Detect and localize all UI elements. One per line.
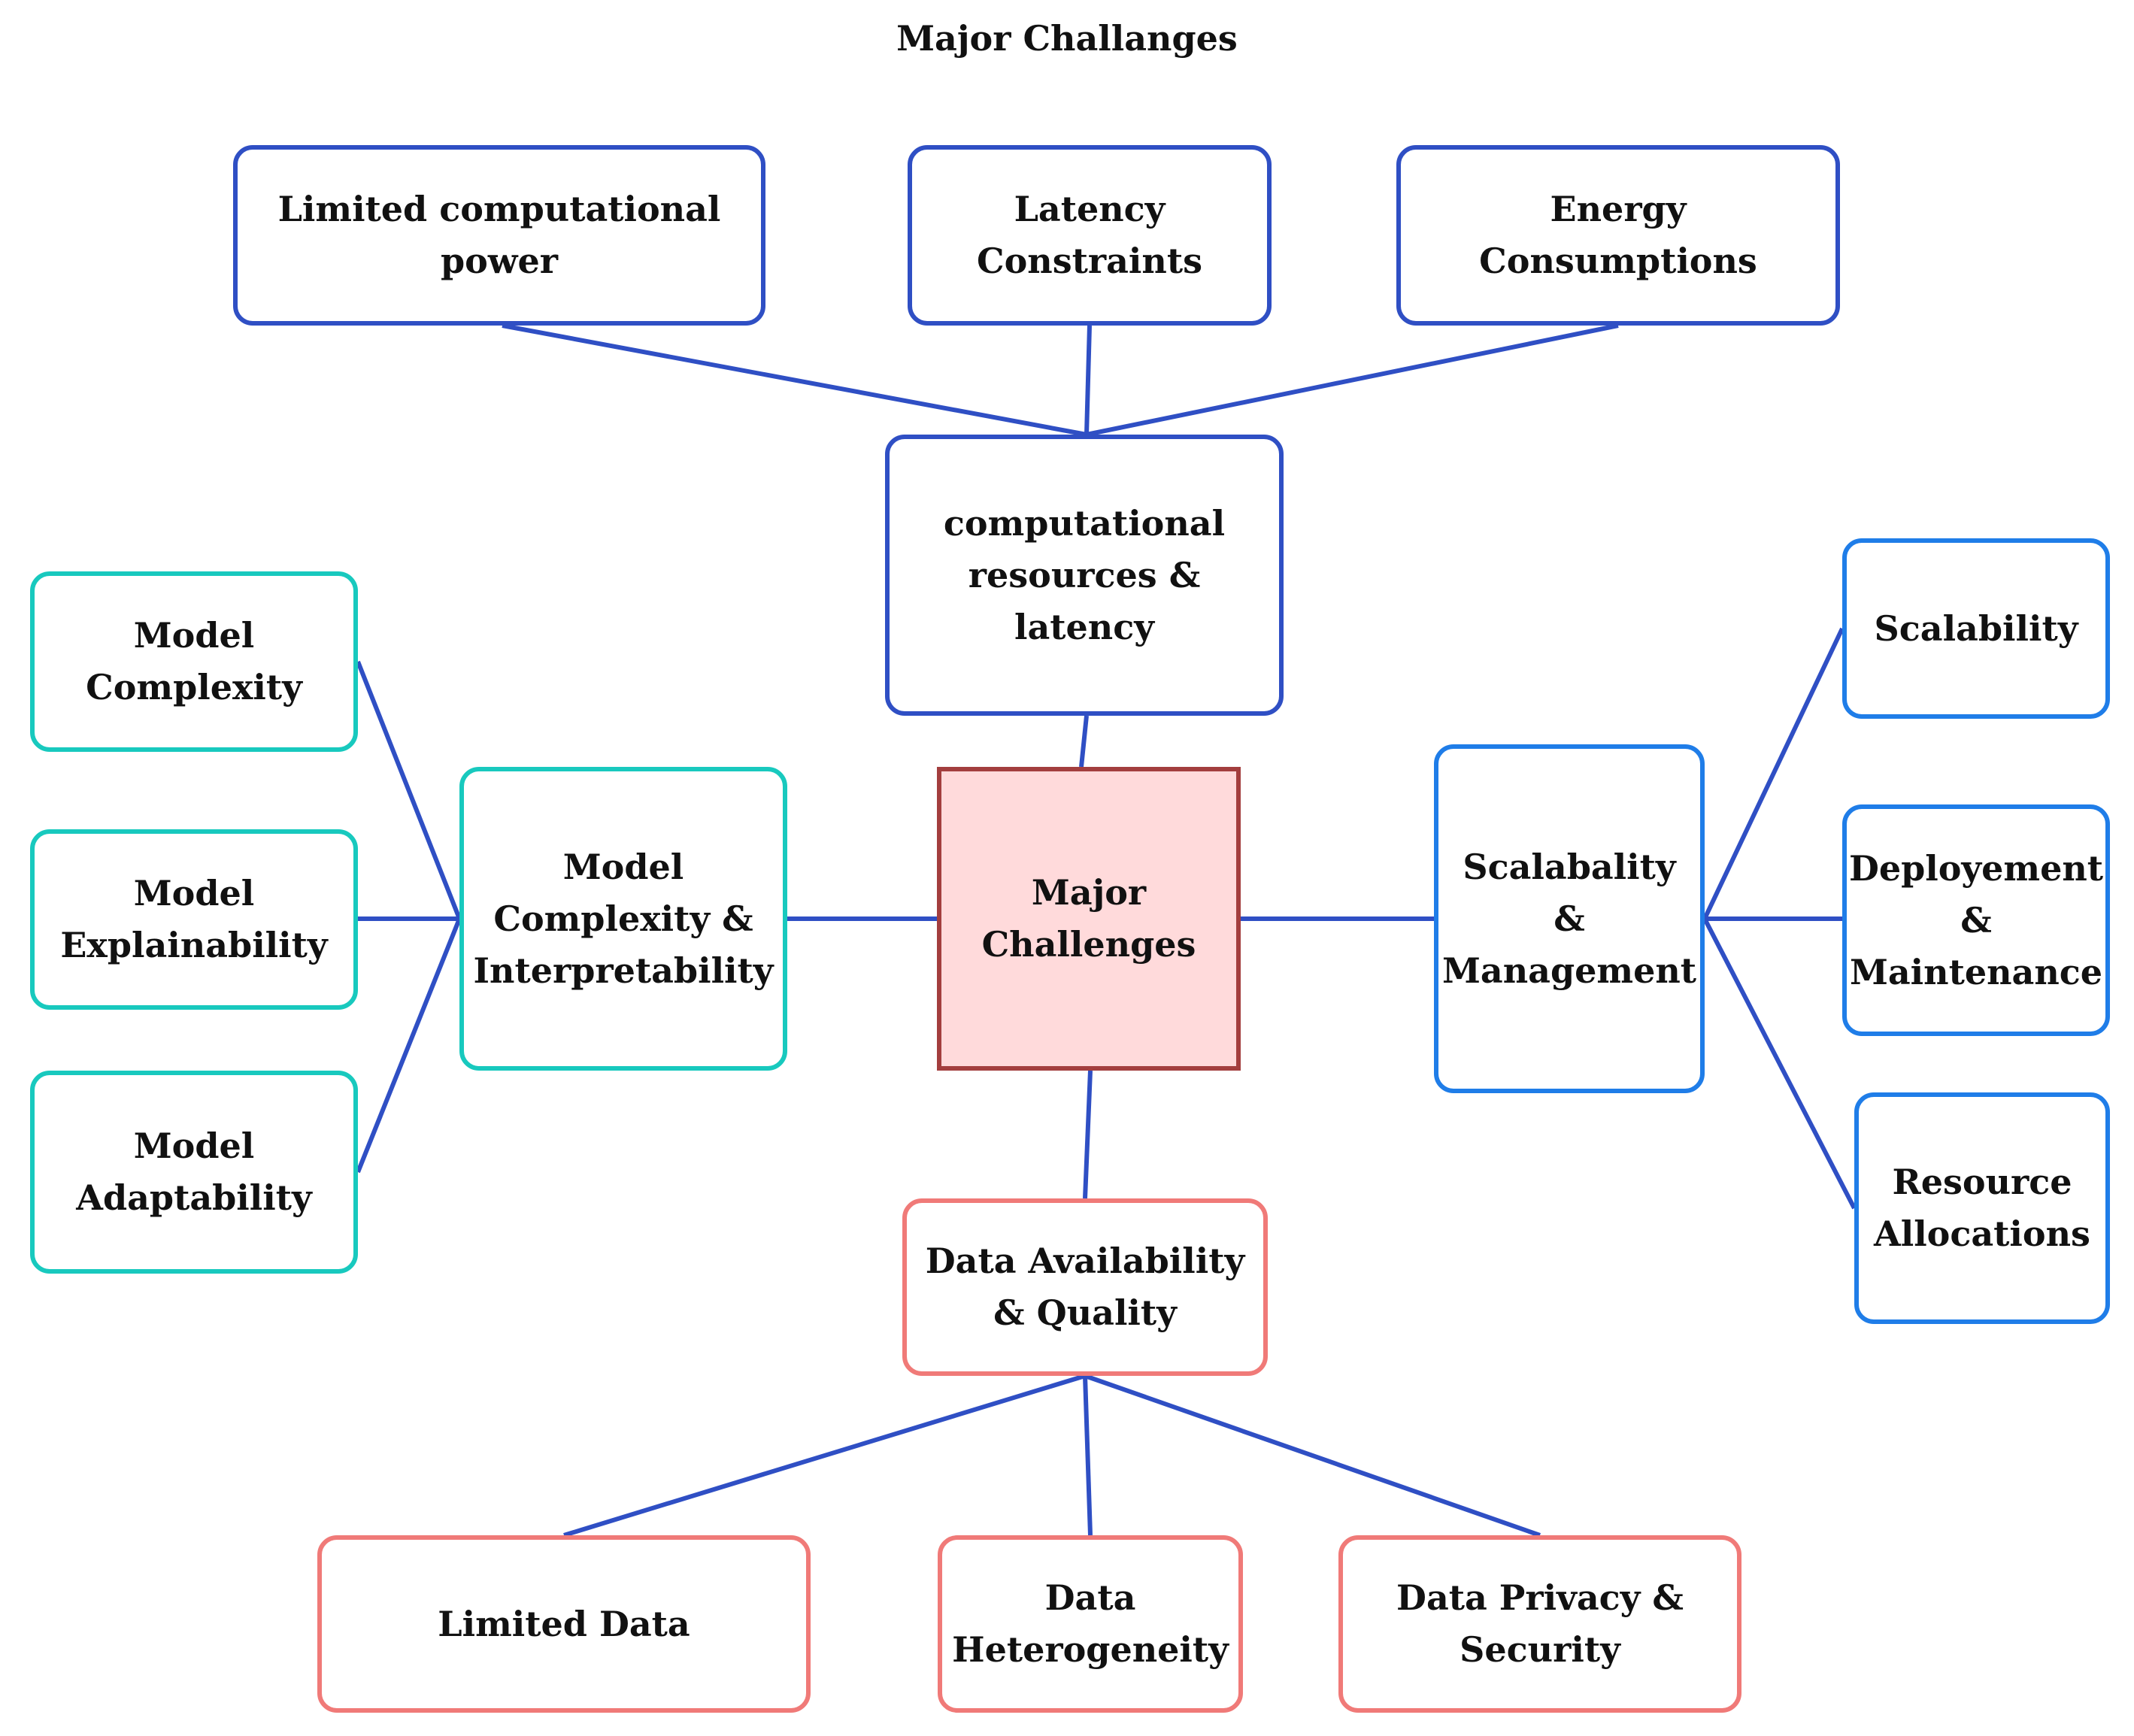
compute-node: computational resources & latency xyxy=(885,435,1284,716)
compute-energy-label: Energy Consumptions xyxy=(1479,189,1757,281)
model-explain-node: Model Explainability xyxy=(30,829,358,1010)
model-complexity-node: Model Complexity xyxy=(30,571,358,752)
model-adapt-label: Model Adaptability xyxy=(76,1126,312,1218)
center-node-label: Major Challenges xyxy=(981,872,1196,965)
data-hetero-label: Data Heterogeneity xyxy=(952,1577,1229,1670)
scale-scalability-label: Scalability xyxy=(1874,607,2078,649)
compute-latency-label: Latency Constraints xyxy=(977,189,1202,281)
model-explain-label: Model Explainability xyxy=(60,873,328,965)
compute-node-label: computational resources & latency xyxy=(943,502,1226,647)
model-node-label: Model Complexity & Interpretability xyxy=(473,846,774,991)
compute-power-node: Limited computational power xyxy=(233,145,765,326)
model-complexity-label: Model Complexity xyxy=(86,615,302,707)
connector-line-11 xyxy=(1702,917,1857,1210)
connector-line-1 xyxy=(502,323,1087,437)
connector-line-13 xyxy=(563,1374,1086,1538)
scale-node-label: Scalabality & Management xyxy=(1441,846,1697,991)
compute-latency-node: Latency Constraints xyxy=(908,145,1272,326)
data-limited-node: Limited Data xyxy=(317,1535,811,1713)
connector-line-9 xyxy=(1702,627,1845,920)
compute-power-label: Limited computational power xyxy=(277,189,721,281)
model-adapt-node: Model Adaptability xyxy=(30,1071,358,1274)
connector-line-3 xyxy=(1086,323,1619,437)
scale-scalability-node: Scalability xyxy=(1842,538,2110,719)
connector-line-7 xyxy=(356,917,462,1174)
compute-energy-node: Energy Consumptions xyxy=(1396,145,1840,326)
scale-resource-label: Resource Allocations xyxy=(1874,1162,2090,1254)
diagram-title: Major Challanges xyxy=(896,18,1238,59)
data-privacy-node: Data Privacy & Security xyxy=(1338,1535,1741,1713)
model-node: Model Complexity & Interpretability xyxy=(459,767,787,1071)
center-node: Major Challenges xyxy=(937,767,1241,1071)
connector-line-14 xyxy=(1083,1375,1093,1536)
connector-line-0 xyxy=(1079,715,1089,768)
data-hetero-node: Data Heterogeneity xyxy=(938,1535,1243,1713)
scale-deploy-node: Deployement & Maintenance xyxy=(1842,804,2110,1036)
data-privacy-label: Data Privacy & Security xyxy=(1396,1577,1684,1670)
scale-node: Scalabality & Management xyxy=(1434,744,1705,1093)
data-node: Data Availability & Quality xyxy=(902,1198,1268,1376)
scale-resource-node: Resource Allocations xyxy=(1854,1092,2110,1324)
connector-line-5 xyxy=(356,660,462,920)
data-node-label: Data Availability & Quality xyxy=(925,1241,1245,1333)
connector-line-15 xyxy=(1084,1374,1541,1538)
scale-deploy-label: Deployement & Maintenance xyxy=(1848,847,2104,992)
data-limited-label: Limited Data xyxy=(438,1603,690,1644)
connector-line-12 xyxy=(1083,1070,1093,1199)
connector-line-2 xyxy=(1084,325,1092,435)
